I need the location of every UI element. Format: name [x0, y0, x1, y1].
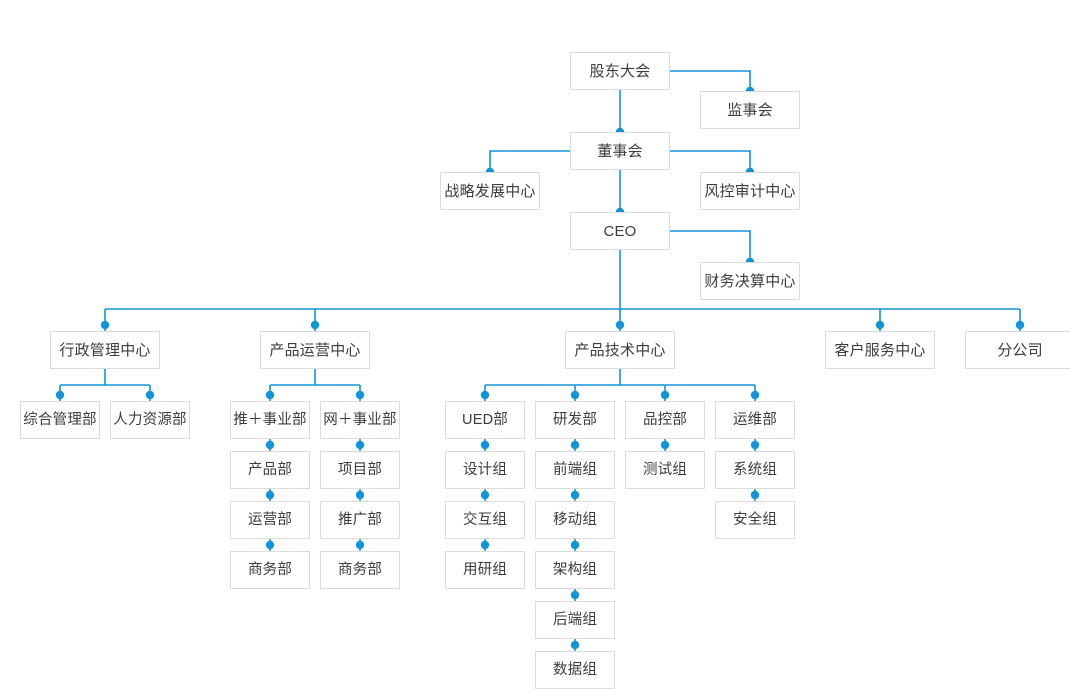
- node-strategy-dev-center[interactable]: 战略发展中心: [440, 172, 540, 210]
- connector-dot-qc-to-test: [660, 440, 670, 450]
- connector-board-to-strategy: [489, 150, 570, 172]
- node-ceo[interactable]: CEO: [570, 212, 670, 250]
- connector-dot-operations-to-business1: [265, 540, 275, 550]
- connector-board-to-risk-audit: [670, 150, 751, 172]
- node-system-group[interactable]: 系统组: [715, 451, 795, 489]
- node-mobile-group[interactable]: 移动组: [535, 501, 615, 539]
- node-finance-settlement-center[interactable]: 财务决算中心: [700, 262, 800, 300]
- node-operations-dept[interactable]: 运营部: [230, 501, 310, 539]
- node-backend-group[interactable]: 后端组: [535, 601, 615, 639]
- node-product-ops-center[interactable]: 产品运营中心: [260, 331, 370, 369]
- node-customer-service-center[interactable]: 客户服务中心: [825, 331, 935, 369]
- connector-dot-product-tech-drop-rd: [570, 390, 580, 400]
- connector-dot-product-ops-drop-wang: [355, 390, 365, 400]
- connector-dot-product-tech-drop-ued: [480, 390, 490, 400]
- connector-dot-frontend-to-mobile: [570, 490, 580, 500]
- node-hr-dept[interactable]: 人力资源部: [110, 401, 190, 439]
- connector-dot-admin-drop-general: [55, 390, 65, 400]
- connector-dot-trunk-drop-customer-service: [875, 320, 885, 330]
- node-data-group[interactable]: 数据组: [535, 651, 615, 689]
- connector-dot-trunk-drop-product-tech: [615, 320, 625, 330]
- connector-dot-ops-to-system: [750, 440, 760, 450]
- connector-dot-mobile-to-architecture: [570, 540, 580, 550]
- connector-ceo-to-finance: [670, 230, 751, 262]
- connector-dot-ued-to-design: [480, 440, 490, 450]
- node-user-research-group[interactable]: 用研组: [445, 551, 525, 589]
- node-shareholders-meeting[interactable]: 股东大会: [570, 52, 670, 90]
- connector-dot-design-to-interaction: [480, 490, 490, 500]
- connector-dot-backend-to-data: [570, 640, 580, 650]
- connector-dot-promotion-to-business2: [355, 540, 365, 550]
- node-tui-business-unit[interactable]: 推＋事业部: [230, 401, 310, 439]
- connector-shareholders-to-supervisors: [670, 70, 751, 91]
- node-ops-maintenance-dept[interactable]: 运维部: [715, 401, 795, 439]
- connector-dot-architecture-to-backend: [570, 590, 580, 600]
- node-risk-audit-center[interactable]: 风控审计中心: [700, 172, 800, 210]
- connector-dot-product-tech-drop-ops: [750, 390, 760, 400]
- connector-dot-product-ops-drop-tui: [265, 390, 275, 400]
- node-branch-company[interactable]: 分公司: [965, 331, 1070, 369]
- connector-dot-product-to-operations: [265, 490, 275, 500]
- connector-dot-rd-to-frontend: [570, 440, 580, 450]
- connector-dot-project-to-promotion: [355, 490, 365, 500]
- node-rd-dept[interactable]: 研发部: [535, 401, 615, 439]
- connector-dot-trunk-drop-branch: [1015, 320, 1025, 330]
- node-test-group[interactable]: 测试组: [625, 451, 705, 489]
- node-security-group[interactable]: 安全组: [715, 501, 795, 539]
- connector-dot-wang-to-project: [355, 440, 365, 450]
- node-promotion-dept[interactable]: 推广部: [320, 501, 400, 539]
- node-qc-dept[interactable]: 品控部: [625, 401, 705, 439]
- node-board-of-directors[interactable]: 董事会: [570, 132, 670, 170]
- connector-dot-trunk-drop-admin: [100, 320, 110, 330]
- connector-dot-system-to-security: [750, 490, 760, 500]
- connector-dot-admin-drop-hr: [145, 390, 155, 400]
- node-business-dept-1[interactable]: 商务部: [230, 551, 310, 589]
- node-interaction-group[interactable]: 交互组: [445, 501, 525, 539]
- node-business-dept-2[interactable]: 商务部: [320, 551, 400, 589]
- connector-dot-interaction-to-user-research: [480, 540, 490, 550]
- node-ued-dept[interactable]: UED部: [445, 401, 525, 439]
- node-admin-mgmt-center[interactable]: 行政管理中心: [50, 331, 160, 369]
- node-wang-business-unit[interactable]: 网＋事业部: [320, 401, 400, 439]
- connector-dot-tui-to-product: [265, 440, 275, 450]
- node-product-dept[interactable]: 产品部: [230, 451, 310, 489]
- node-architecture-group[interactable]: 架构组: [535, 551, 615, 589]
- node-project-dept[interactable]: 项目部: [320, 451, 400, 489]
- node-general-mgmt-dept[interactable]: 综合管理部: [20, 401, 100, 439]
- node-frontend-group[interactable]: 前端组: [535, 451, 615, 489]
- connector-dot-product-tech-drop-qc: [660, 390, 670, 400]
- node-product-tech-center[interactable]: 产品技术中心: [565, 331, 675, 369]
- node-design-group[interactable]: 设计组: [445, 451, 525, 489]
- node-board-of-supervisors[interactable]: 监事会: [700, 91, 800, 129]
- connector-dot-trunk-drop-product-ops: [310, 320, 320, 330]
